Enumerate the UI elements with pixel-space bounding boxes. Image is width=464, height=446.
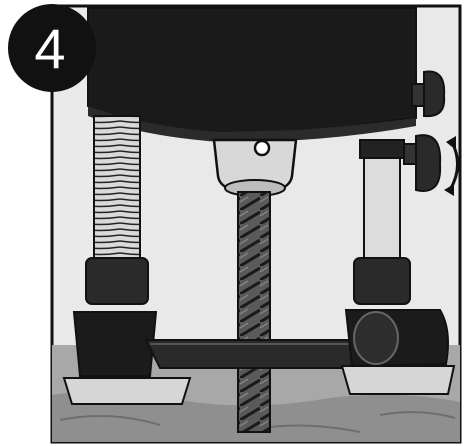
set-screw-icon [255, 141, 269, 155]
chuck-collar [214, 140, 296, 196]
drill-bit [238, 192, 270, 432]
spring-column [94, 116, 140, 266]
guide-post [360, 140, 404, 268]
clamp-wheel [354, 312, 398, 364]
step-number: 4 [34, 17, 65, 80]
step-badge: 4 [8, 4, 96, 92]
